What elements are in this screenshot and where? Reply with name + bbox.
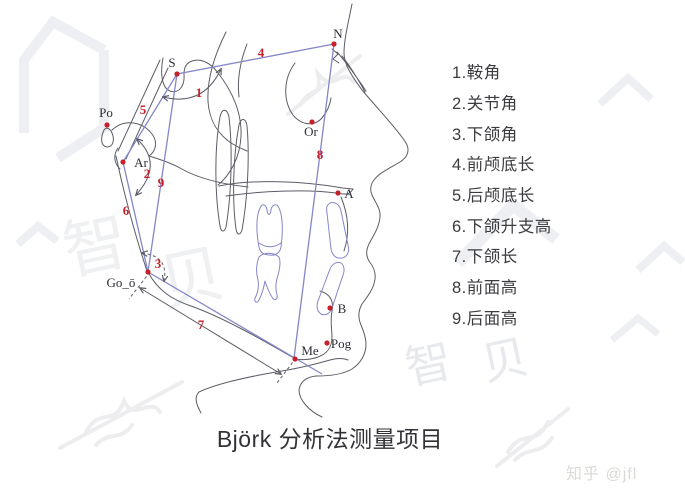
- line-s-go-posterior-face-height: [147, 73, 178, 273]
- landmark-dot-me: [292, 356, 298, 362]
- brand-watermark-char: 贝: [153, 237, 231, 321]
- landmark-dots: [104, 41, 341, 362]
- landmark-labels: S N Po Ar Or A Go_ō B Pog Me: [99, 26, 354, 358]
- measure-number-7: 7: [198, 317, 205, 332]
- brand-watermark-char: 智: [57, 205, 135, 289]
- legend-item-post-cranial-base: 5.后颅底长: [452, 187, 535, 206]
- measurement-legend: 1.鞍角 2.关节角 3.下颌角 4.前颅底长 5.后颅底长 6.下颌升支高 7…: [452, 56, 552, 332]
- submental-neck-path: [195, 358, 349, 414]
- logo-watermark-right-mid: [635, 240, 685, 273]
- palatal-plane-path-2: [225, 188, 354, 197]
- signature-watermark-bottomleft: [58, 380, 184, 450]
- measure-number-4: 4: [258, 45, 265, 60]
- landmark-label-a: A: [344, 186, 354, 201]
- upper-incisor-path: [326, 202, 350, 259]
- measure-number-2: 2: [144, 166, 151, 181]
- landmark-label-po: Po: [99, 105, 113, 120]
- porion-loop-path: [101, 127, 114, 148]
- legend-item-post-face-height: 9.后面高: [452, 309, 518, 328]
- measure-number-5: 5: [140, 102, 147, 117]
- legend-item-gonial-angle: 3.下颌角: [452, 125, 518, 144]
- pterygoid-loop-path-2: [233, 119, 249, 235]
- mandible-length-measure-line: [140, 288, 281, 374]
- landmark-label-ar: Ar: [134, 155, 148, 170]
- measure-number-6: 6: [123, 203, 130, 218]
- landmark-label-go: Go_ō: [107, 275, 136, 290]
- palatal-plane-path: [218, 181, 354, 190]
- nasion-suture-path: [331, 48, 340, 64]
- page-title: Björk 分析法测量项目: [216, 426, 444, 452]
- line-n-me-anterior-face-height: [293, 43, 335, 359]
- landmark-label-n: N: [333, 26, 343, 41]
- lower-incisor-path: [316, 261, 345, 316]
- legend-item-ant-face-height: 8.前面高: [452, 279, 518, 298]
- clivus-path: [117, 59, 169, 160]
- upper-molar-path: [256, 204, 283, 256]
- landmark-label-b: B: [338, 301, 347, 316]
- measurement-number-labels: 1 2 3 4 5 6 7 8 9: [123, 45, 324, 332]
- brand-watermark-char: 贝: [477, 330, 533, 390]
- inner-cranium-path: [207, 31, 248, 152]
- skull-tracing: [101, 3, 409, 418]
- line-s-ar-posterior-cranial-base: [122, 73, 178, 163]
- landmark-label-pog: Pog: [331, 336, 352, 351]
- measurement-marks: [128, 69, 297, 384]
- logo-watermark-right-low: [609, 313, 661, 343]
- landmark-dot-b: [327, 305, 333, 311]
- logo-watermark-right: [453, 196, 560, 268]
- landmark-label-or: Or: [304, 124, 318, 139]
- landmark-dot-po: [104, 122, 110, 128]
- background-watermarks: 智 贝 智 贝: [15, 15, 685, 468]
- temporal-bone-path: [111, 122, 249, 188]
- landmark-dot-go: [145, 269, 151, 275]
- condyle-path: [114, 147, 121, 170]
- logo-watermark-topleft-2: [55, 50, 109, 163]
- landmark-label-me: Me: [301, 343, 319, 358]
- measure-number-3: 3: [155, 256, 162, 271]
- pterygoid-loop-path: [215, 109, 232, 232]
- line-sn-anterior-cranial-base: [176, 43, 335, 75]
- landmark-dot-or: [309, 119, 315, 125]
- legend-item-ant-cranial-base: 4.前颅底长: [452, 156, 535, 175]
- saddle-angle-arc: [163, 69, 221, 99]
- landmark-dot-pog: [324, 340, 330, 346]
- landmark-dot-n: [331, 41, 337, 47]
- landmark-dot-ar: [120, 159, 126, 165]
- legend-item-articular-angle: 2.关节角: [452, 95, 518, 114]
- logo-watermark-right-top: [597, 72, 654, 107]
- measure-number-1: 1: [196, 85, 203, 100]
- signature-watermark-bottomright: [495, 407, 570, 468]
- landmark-label-s: S: [168, 55, 175, 70]
- symphysis-path: [295, 290, 333, 361]
- nasal-bone-path: [336, 51, 367, 93]
- anterior-maxilla-path: [340, 196, 349, 252]
- logo-watermark-corner: [15, 220, 60, 247]
- legend-item-mandible-length: 7.下颌长: [452, 248, 518, 267]
- orbit-path: [285, 62, 332, 125]
- soft-tissue-profile-path: [298, 3, 409, 418]
- logo-watermark-topleft: [19, 15, 107, 133]
- legend-item-saddle-angle: 1.鞍角: [452, 64, 501, 83]
- measure-number-8: 8: [317, 147, 324, 162]
- brand-watermark-char: 智: [401, 334, 457, 394]
- lower-molar-path: [254, 252, 281, 303]
- legend-item-ramus-height: 6.下颌升支高: [452, 217, 552, 236]
- signature-watermark-topright: [286, 54, 362, 116]
- measure-number-9: 9: [158, 175, 165, 190]
- inner-cranium-path-2: [237, 43, 248, 98]
- watermark-credit: 知乎 @jfl: [566, 466, 638, 483]
- articular-angle-arc: [136, 139, 151, 195]
- landmark-dot-a: [335, 190, 341, 196]
- landmark-dot-s: [174, 71, 180, 77]
